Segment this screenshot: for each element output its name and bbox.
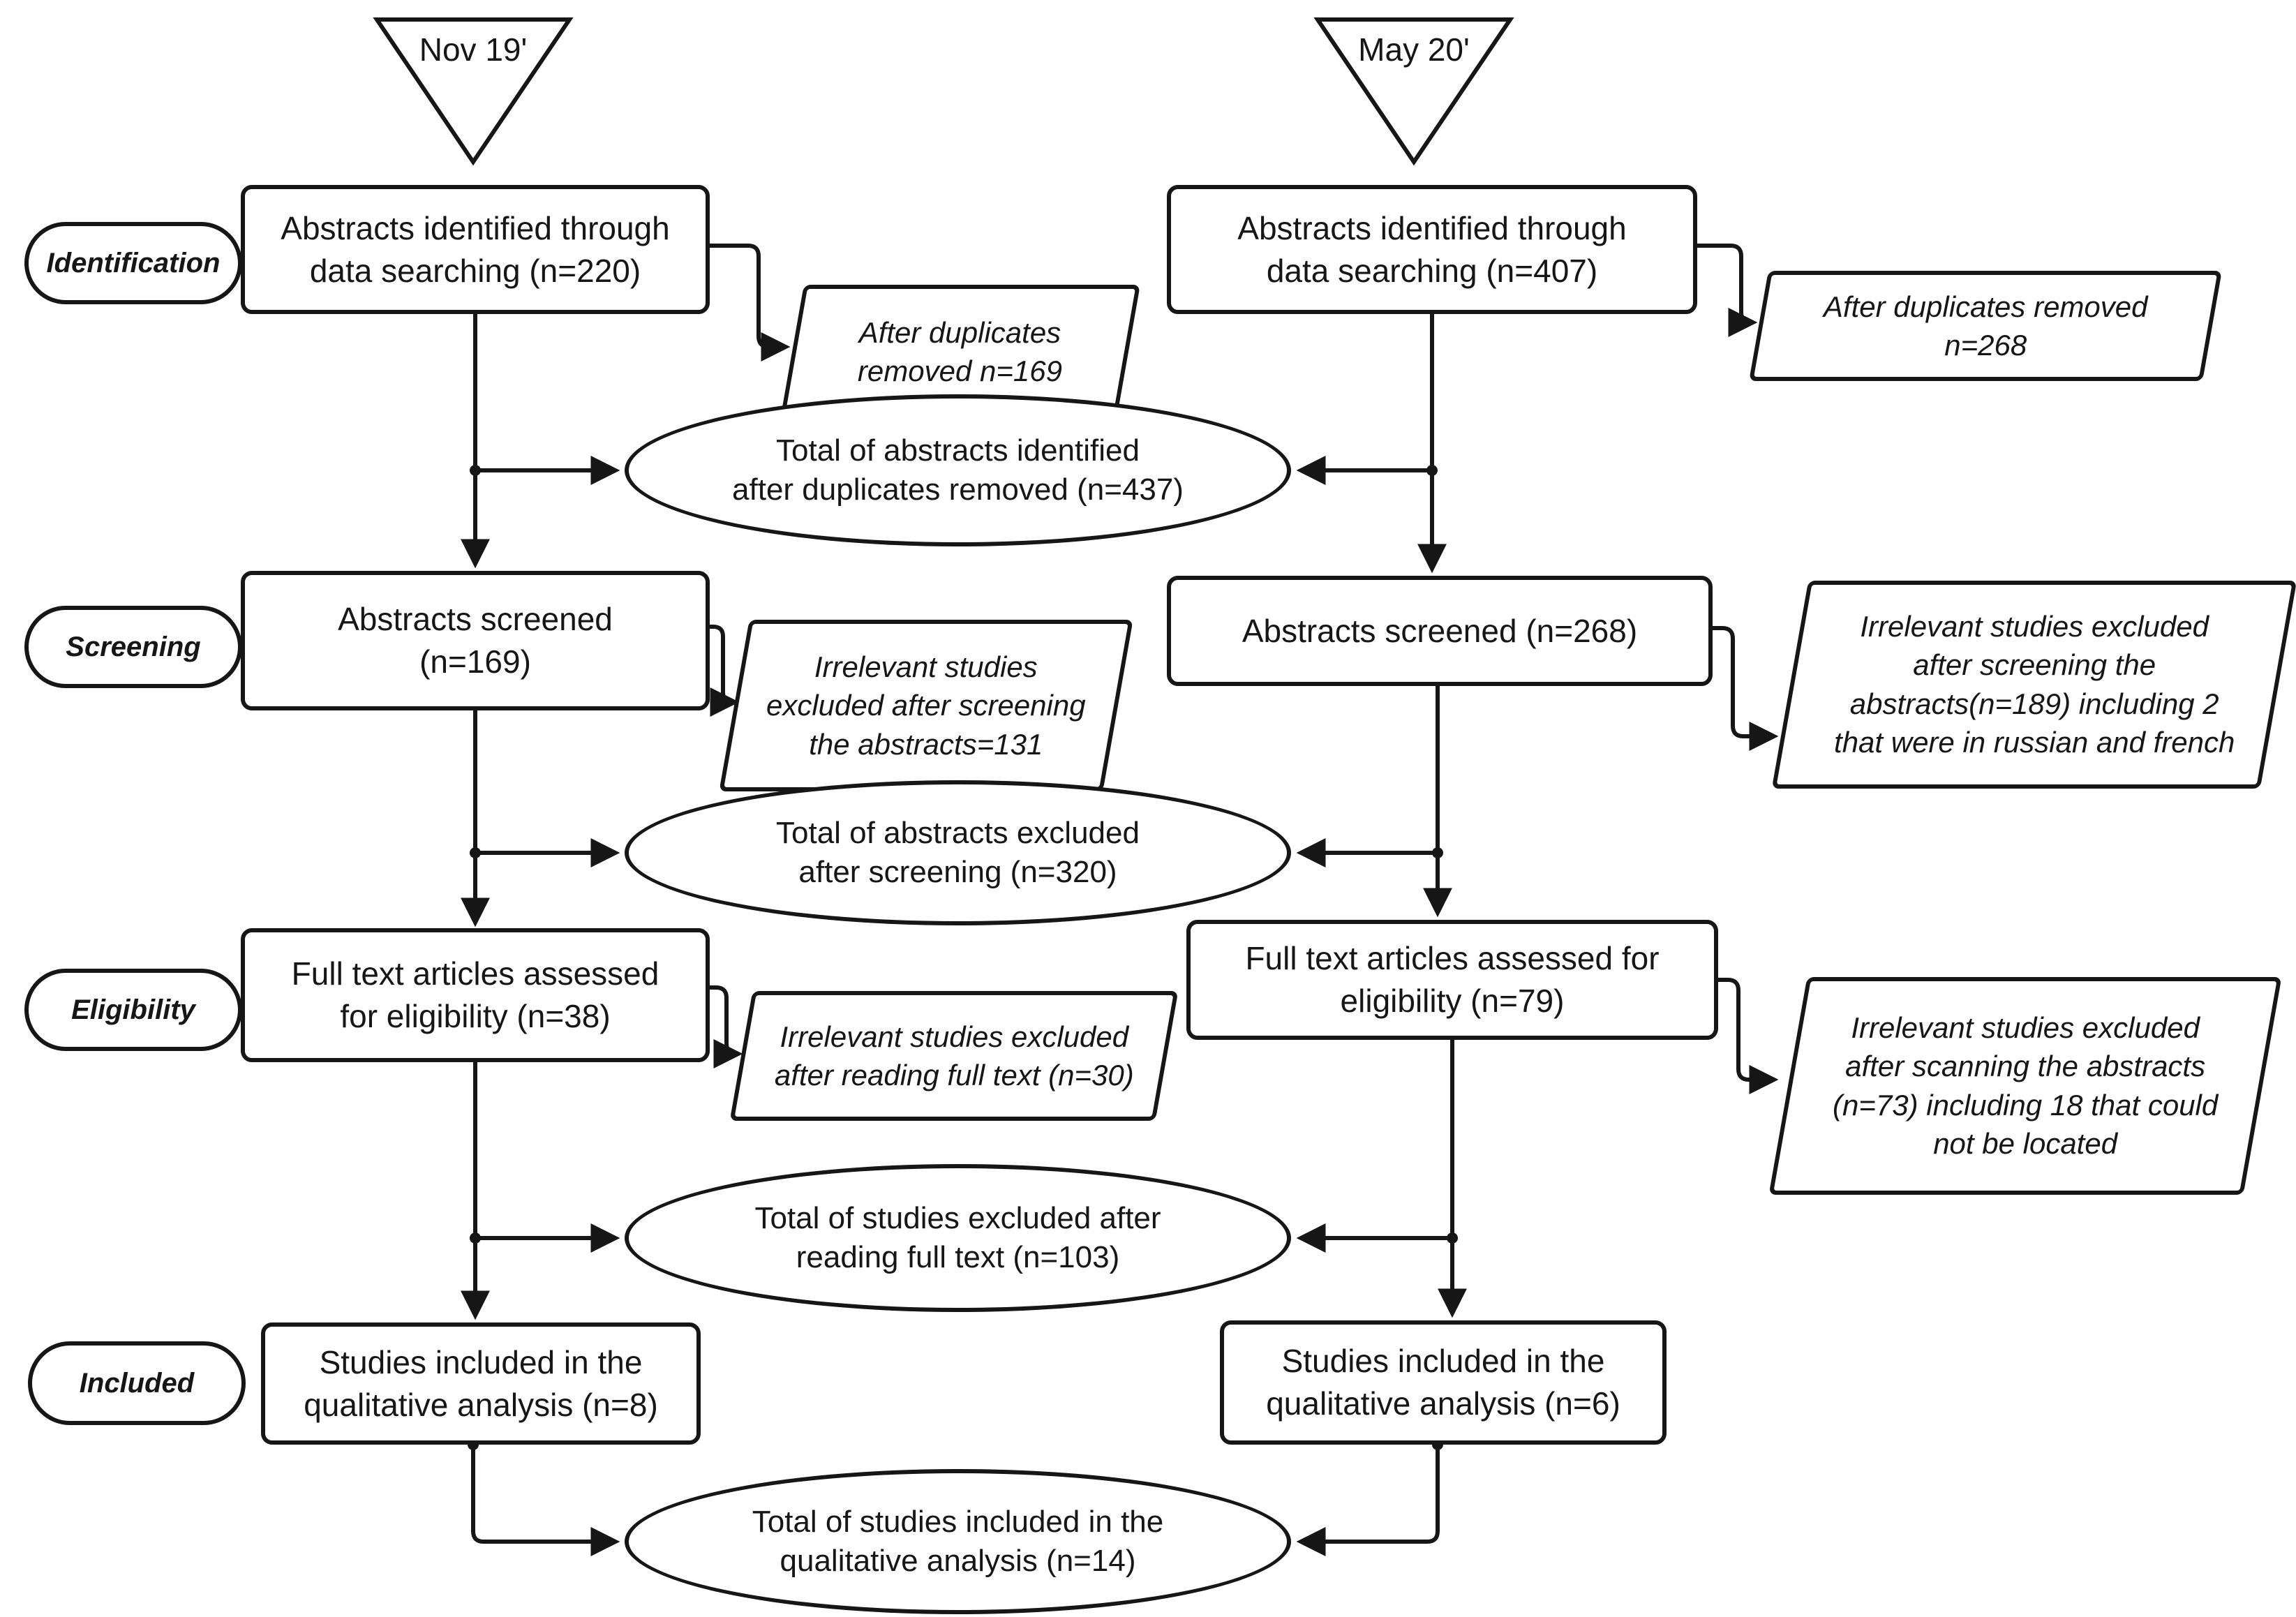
callout-excluded-scanning-right: Irrelevant studies excluded after scanni…	[1768, 977, 2282, 1195]
ellipse-total-excluded-fulltext: Total of studies excluded after reading …	[625, 1164, 1291, 1312]
arrow-left-fulltext-to-excluded	[710, 985, 743, 1068]
box-studies-included-right: Studies included in the qualitative anal…	[1220, 1320, 1667, 1445]
arrow-left-identified-to-duplicates	[710, 244, 791, 362]
arrow-right-included-to-total-included	[1296, 1445, 1440, 1556]
stage-label-identification: Identification	[24, 222, 242, 304]
box-abstracts-screened-right: Abstracts screened (n=268)	[1167, 576, 1713, 686]
arrow-right-identified-to-duplicates	[1697, 244, 1758, 337]
arrow-right-fulltext-to-excluded	[1718, 978, 1779, 1094]
nov-19-triangle	[373, 17, 574, 166]
box-studies-included-left: Studies included in the qualitative anal…	[261, 1322, 701, 1445]
ellipse-total-excluded-screening: Total of abstracts excluded after screen…	[625, 780, 1291, 925]
box-abstracts-identified-left: Abstracts identified through data search…	[241, 185, 710, 314]
timeline-marker-may-20: May 20'	[1358, 31, 1470, 68]
callout-duplicates-removed-right: After duplicates removed n=268	[1749, 271, 2222, 381]
box-fulltext-assessed-left: Full text articles assessed for eligibil…	[241, 928, 710, 1062]
callout-excluded-screening-left: Irrelevant studies excluded after screen…	[719, 620, 1133, 791]
stage-label-screening: Screening	[24, 606, 242, 688]
box-abstracts-screened-left: Abstracts screened (n=169)	[241, 571, 710, 710]
ellipse-total-identified: Total of abstracts identified after dupl…	[625, 394, 1291, 546]
may-20-triangle	[1313, 17, 1514, 166]
stage-label-eligibility: Eligibility	[24, 969, 242, 1051]
callout-excluded-screening-right: Irrelevant studies excluded after screen…	[1771, 581, 2296, 789]
callout-excluded-fulltext-left: Irrelevant studies excluded after readin…	[729, 991, 1179, 1121]
stage-label-included: Included	[28, 1341, 246, 1425]
box-abstracts-identified-right: Abstracts identified through data search…	[1167, 185, 1697, 314]
ellipse-total-included: Total of studies included in the qualita…	[625, 1469, 1291, 1614]
arrow-left-included-to-total-included	[471, 1445, 620, 1556]
timeline-marker-nov-19: Nov 19'	[419, 31, 528, 68]
box-fulltext-assessed-right: Full text articles assessed for eligibil…	[1186, 920, 1718, 1040]
arrow-right-screened-to-excluded	[1713, 626, 1779, 751]
arrow-left-screened-to-excluded	[710, 625, 740, 717]
